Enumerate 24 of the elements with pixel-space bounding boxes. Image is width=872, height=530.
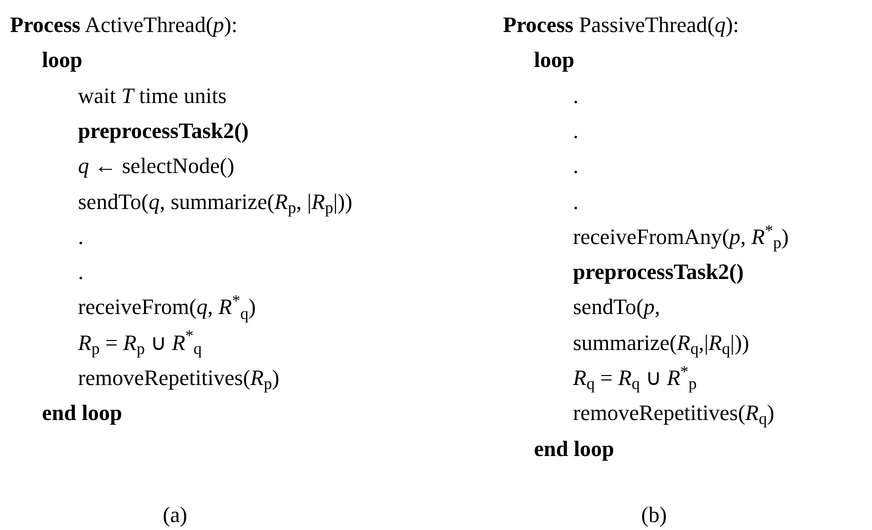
code-line: removeRepetitives(R$_{p}$) <box>78 364 280 396</box>
code-line: receiveFromAny(p, R$^{*}$$_{p}$) <box>573 220 789 254</box>
code-line: . <box>78 258 84 286</box>
code-line: preprocessTask2() <box>573 258 744 286</box>
code-line: end loop <box>42 399 122 428</box>
code-line: sendTo(p, summarize(R$_{q}$,|R$_{q}$|)) <box>573 293 750 360</box>
code-line: Process ActiveThread(p): <box>10 11 238 39</box>
code-line: loop <box>534 46 574 74</box>
code-line: q ← selectNode() <box>78 152 234 180</box>
code-line: Process PassiveThread(q): <box>503 11 740 39</box>
code-line: receiveFrom(q, R$^{*}$$_{q}$) <box>78 290 256 325</box>
code-line: . <box>573 82 578 110</box>
subfigure-caption: (a) <box>162 501 188 529</box>
code-line: loop <box>42 46 82 74</box>
code-line: sendTo(q, summarize(R$_{p}$, |R$_{p}$|)) <box>78 188 352 219</box>
code-line: removeRepetitives(R$_{q}$) <box>573 399 774 430</box>
code-line: preprocessTask2() <box>78 116 249 145</box>
code-line: . <box>573 152 578 180</box>
code-line: end loop <box>534 434 614 463</box>
code-line: . <box>573 116 578 145</box>
code-line: . <box>573 188 578 216</box>
code-line: . <box>78 222 84 251</box>
code-line: wait T time units <box>78 82 227 110</box>
subfigure-caption: (b) <box>641 501 667 529</box>
